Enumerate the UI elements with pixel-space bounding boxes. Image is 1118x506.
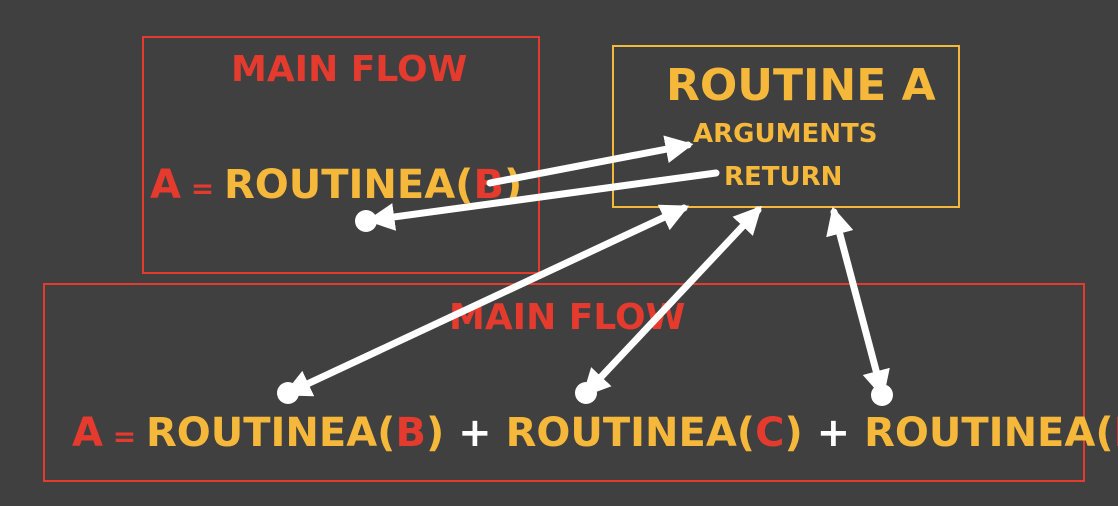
- bottom-expr-arg2: C: [755, 410, 785, 456]
- bottom-main-flow-title: MAIN FLOW: [449, 297, 686, 338]
- bottom-expr-arg3: D: [1114, 410, 1118, 456]
- routine-return-label: RETURN: [724, 162, 843, 192]
- bottom-expr-fn1: ROUTINEA(: [145, 410, 396, 456]
- bottom-expr-lhs: A: [72, 410, 103, 456]
- bottom-expr-eq: =: [102, 420, 146, 453]
- top-expr-fn: ROUTINEA(: [223, 162, 474, 208]
- bottom-expr-close1: ): [425, 410, 445, 456]
- top-expr-eq: =: [180, 172, 224, 205]
- top-expression: A = ROUTINEA(B): [150, 165, 522, 205]
- bottom-expr-arg1: B: [395, 410, 426, 456]
- top-expr-close: ): [503, 162, 523, 208]
- bottom-expr-fn3: ROUTINEA(: [864, 410, 1114, 456]
- routine-arguments-label: ARGUMENTS: [693, 119, 878, 149]
- bottom-expr-plus1: +: [444, 410, 506, 456]
- routine-a-title: ROUTINE A: [666, 60, 936, 111]
- top-expr-lhs: A: [150, 162, 181, 208]
- bottom-expr-plus2: +: [802, 410, 865, 456]
- top-main-flow-title: MAIN FLOW: [231, 49, 468, 90]
- top-expr-arg: B: [473, 162, 504, 208]
- bottom-expr-close2: ): [784, 410, 803, 456]
- routine-a-box: [612, 45, 960, 208]
- bottom-expr-fn2: ROUTINEA(: [505, 410, 756, 456]
- bottom-expression: A = ROUTINEA(B) + ROUTINEA(C) + ROUTINEA…: [72, 413, 1118, 453]
